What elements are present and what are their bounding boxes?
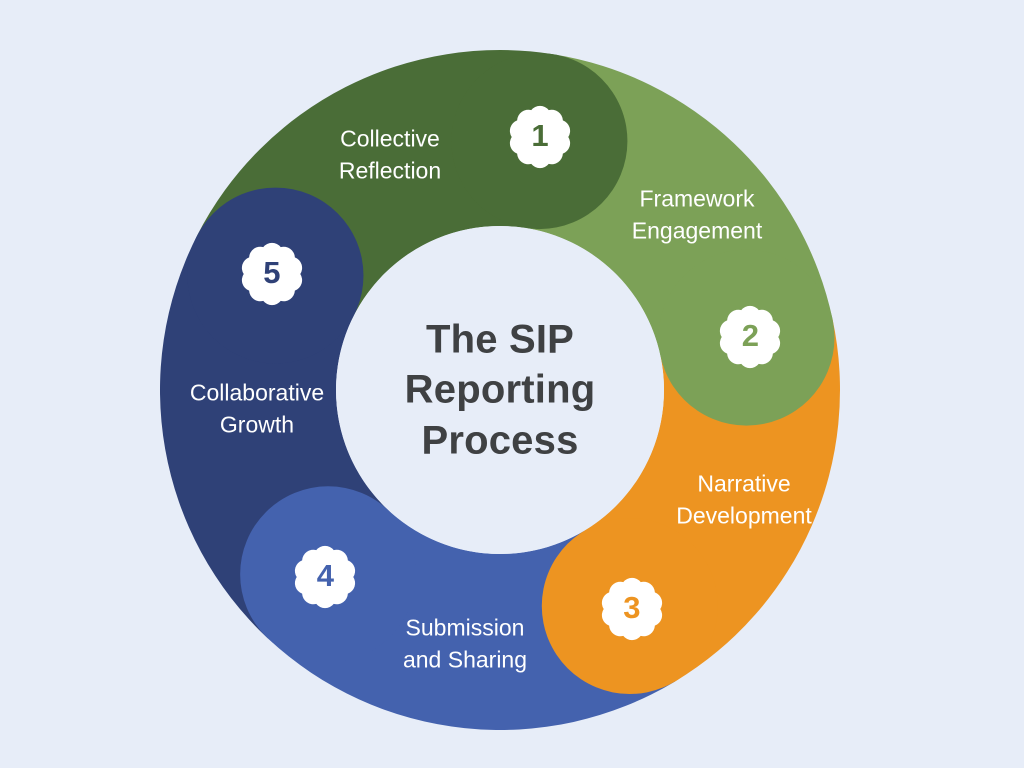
diagram-title: The SIP Reporting Process xyxy=(405,314,596,465)
inner-circle xyxy=(336,226,664,554)
title-line-3: Process xyxy=(421,418,579,463)
segment-3-head xyxy=(541,518,718,695)
segment-1-head xyxy=(451,53,628,230)
segment-5-head xyxy=(187,187,364,364)
title-line-1: The SIP xyxy=(425,317,575,362)
segment-4-head xyxy=(240,486,417,663)
title-line-2: Reporting xyxy=(404,367,596,412)
segment-2-head xyxy=(658,249,835,426)
